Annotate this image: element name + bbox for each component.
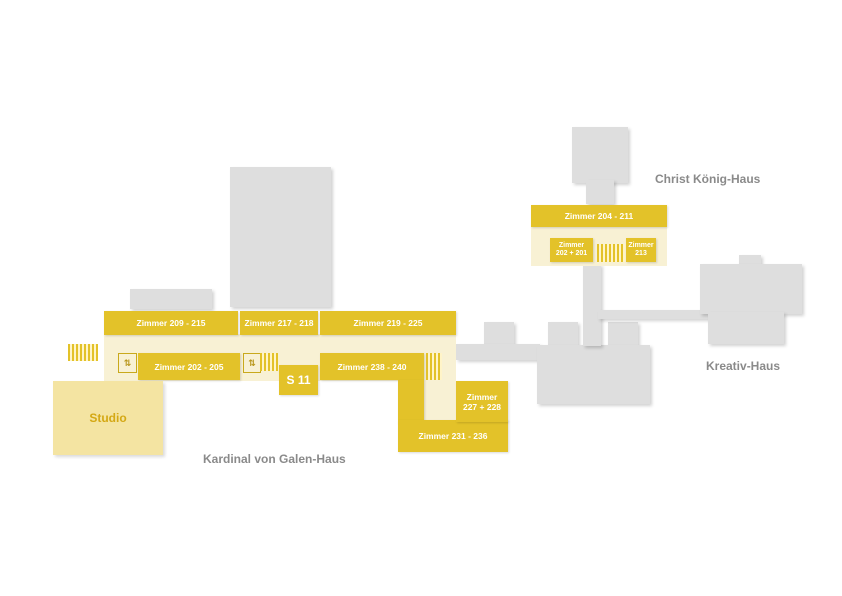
label-kardinal-von-galen-haus: Kardinal von Galen-Haus [203,452,346,466]
kreativ-lower [708,312,784,344]
room-227-228[interactable]: Zimmer 227 + 228 [456,381,508,422]
label-kreativ-haus: Kreativ-Haus [706,359,781,373]
christ-koenig-neck [586,180,614,204]
connector-block [484,322,514,346]
room-213[interactable]: Zimmer 213 [626,238,656,262]
corridor-south-extension [424,378,456,420]
room-231-236-side [398,380,424,424]
building-block-north [230,167,331,307]
central-building [537,345,650,404]
stairs-icon [426,353,442,380]
central-block-top-right [608,322,638,348]
corridor-to-kreativ [598,310,710,319]
central-block-top-left [548,322,578,348]
room-209-215[interactable]: Zimmer 209 - 215 [104,311,238,335]
stairs-icon [260,353,278,371]
s11-block[interactable]: S 11 [279,365,318,395]
kreativ-main [700,264,802,314]
stairs-icon [597,244,625,262]
christ-koenig-tower [572,127,628,183]
room-217-218[interactable]: Zimmer 217 - 218 [240,311,318,335]
connector-corridor [456,344,540,360]
room-219-225[interactable]: Zimmer 219 - 225 [320,311,456,335]
room-202-201[interactable]: Zimmer 202 + 201 [550,238,593,262]
elevator-icon: ⇅ [243,353,261,373]
stairs-icon [68,344,98,361]
room-204-211[interactable]: Zimmer 204 - 211 [531,205,667,227]
building-block-northwest [130,289,212,309]
label-christ-koenig-haus: Christ König-Haus [655,172,761,186]
stem-to-christ-koenig [583,264,601,346]
elevator-icon: ⇅ [118,353,137,373]
studio[interactable]: Studio [53,381,163,455]
room-238-240[interactable]: Zimmer 238 - 240 [320,353,424,380]
room-202-205[interactable]: Zimmer 202 - 205 [138,353,240,380]
room-231-236[interactable]: Zimmer 231 - 236 [398,420,508,452]
